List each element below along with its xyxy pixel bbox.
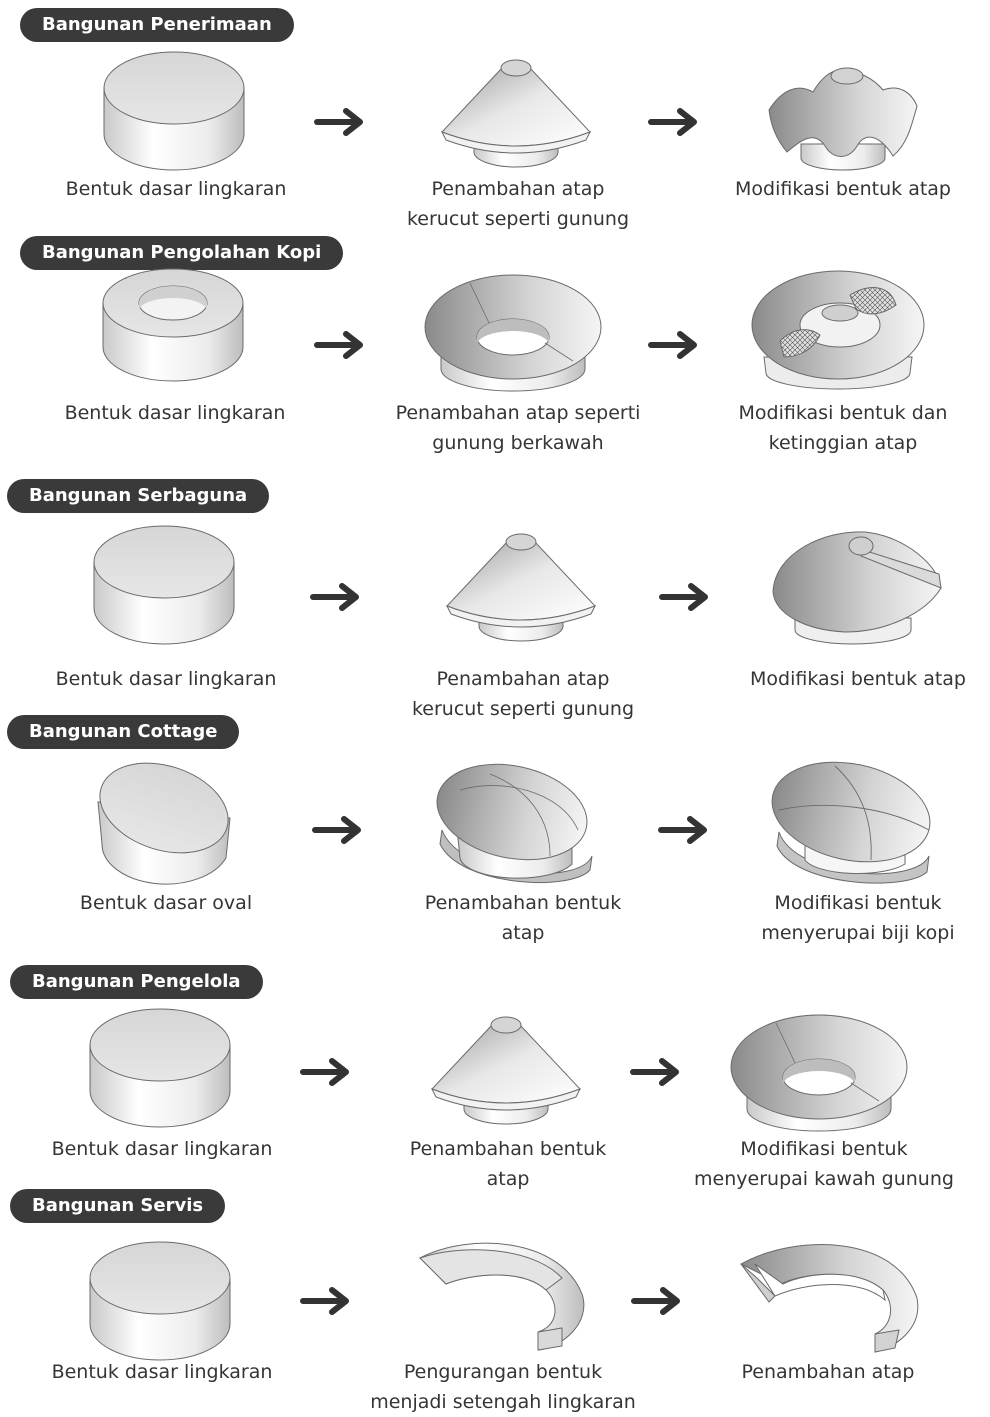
right-arrow-icon <box>659 582 711 612</box>
step-caption: Bentuk dasar lingkaran <box>52 1357 273 1387</box>
caption-line: Penambahan bentuk <box>410 1134 606 1164</box>
section-title: Bangunan Cottage <box>7 715 239 749</box>
cone-roof-shape <box>441 522 605 646</box>
crater-roof-shape <box>731 1005 917 1129</box>
caption-line: Bentuk dasar lingkaran <box>66 174 287 204</box>
caption-line: Bentuk dasar oval <box>80 888 252 918</box>
step-caption: Penambahan atap <box>742 1357 915 1387</box>
caption-line: Penambahan atap <box>407 174 629 204</box>
wavy-roof-shape <box>761 48 925 172</box>
caption-line: Bentuk dasar lingkaran <box>52 1357 273 1387</box>
caption-line: menyerupai biji kopi <box>761 918 954 948</box>
step-caption: Bentuk dasar lingkaran <box>65 398 286 428</box>
caption-line: Pengurangan bentuk <box>370 1357 636 1387</box>
caption-line: Penambahan atap seperti <box>396 398 641 428</box>
oval-dome-shape <box>430 760 616 884</box>
caption-line: Modifikasi bentuk atap <box>750 664 966 694</box>
caption-line: ketinggian atap <box>739 428 948 458</box>
torus-roof-shape <box>750 265 936 389</box>
step-caption: Bentuk dasar oval <box>80 888 252 918</box>
step-caption: Bentuk dasar lingkaran <box>56 664 277 694</box>
caption-line: kerucut seperti gunung <box>412 694 634 724</box>
cylinder-shape <box>84 522 248 646</box>
caption-line: Penambahan atap <box>742 1357 915 1387</box>
half-ring-shape <box>410 1238 596 1362</box>
cylinder-shape <box>80 1005 244 1129</box>
right-arrow-icon <box>300 1286 352 1316</box>
caption-line: gunung berkawah <box>396 428 641 458</box>
right-arrow-icon <box>314 107 366 137</box>
section-title: Bangunan Servis <box>10 1189 225 1223</box>
right-arrow-icon <box>631 1286 683 1316</box>
cone-roof-shape <box>436 48 600 172</box>
step-caption: Modifikasi bentuk atap <box>750 664 966 694</box>
caption-line: Bentuk dasar lingkaran <box>52 1134 273 1164</box>
caption-line: Modifikasi bentuk dan <box>739 398 948 428</box>
cylinder-shape <box>94 48 258 172</box>
right-arrow-icon <box>648 330 700 360</box>
caption-line: Bentuk dasar lingkaran <box>65 398 286 428</box>
section-title: Bangunan Serbaguna <box>7 479 269 513</box>
caption-line: atap <box>425 918 621 948</box>
caption-line: kerucut seperti gunung <box>407 204 629 234</box>
caption-line: Penambahan bentuk <box>425 888 621 918</box>
step-caption: Modifikasi bentuk atap <box>735 174 951 204</box>
right-arrow-icon <box>630 1057 682 1087</box>
caption-line: menyerupai kawah gunung <box>694 1164 954 1194</box>
caption-line: Bentuk dasar lingkaran <box>56 664 277 694</box>
caption-line: Modifikasi bentuk atap <box>735 174 951 204</box>
caption-line: Modifikasi bentuk <box>761 888 954 918</box>
coffee-bean-roof-shape <box>765 760 951 884</box>
oval-cylinder-shape <box>84 760 248 884</box>
step-caption: Bentuk dasar lingkaran <box>66 174 287 204</box>
caption-line: atap <box>410 1164 606 1194</box>
caption-line: Modifikasi bentuk <box>694 1134 954 1164</box>
right-arrow-icon <box>648 107 700 137</box>
caption-line: menjadi setengah lingkaran <box>370 1387 636 1417</box>
ring-cylinder-shape <box>93 265 257 389</box>
sloped-roof-shape <box>765 522 951 646</box>
section-title: Bangunan Penerimaan <box>20 8 294 42</box>
step-caption: Bentuk dasar lingkaran <box>52 1134 273 1164</box>
section-title: Bangunan Pengelola <box>10 965 263 999</box>
cylinder-shape <box>80 1238 244 1362</box>
right-arrow-icon <box>658 815 710 845</box>
right-arrow-icon <box>310 582 362 612</box>
right-arrow-icon <box>300 1057 352 1087</box>
right-arrow-icon <box>314 330 366 360</box>
right-arrow-icon <box>312 815 364 845</box>
half-ring-roof-shape <box>735 1238 921 1362</box>
cone-roof-shape <box>426 1005 590 1129</box>
crater-roof-shape <box>425 265 611 389</box>
caption-line: Penambahan atap <box>412 664 634 694</box>
